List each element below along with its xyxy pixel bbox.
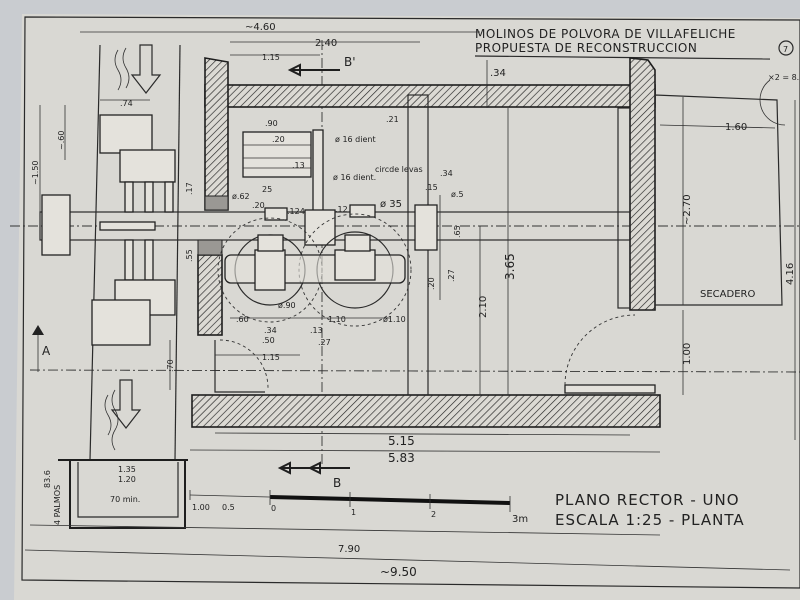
dim-label: ~9.50 — [380, 565, 417, 579]
dimension-labels: ~4.60 2.40 1.15 .34 ×2 = 8.3 1.60 ~2.70 … — [31, 22, 800, 579]
dim-label: ~4.60 — [245, 22, 276, 33]
dim-label: circde levas — [375, 165, 423, 174]
dim-label: .27 — [318, 338, 331, 347]
dim-label: 3.65 — [503, 253, 517, 280]
wall-bottom — [191, 394, 661, 428]
scale-tick: 2 — [431, 510, 436, 519]
dim-label: .17 — [185, 182, 194, 195]
scale-bar: 1.00 0.5 0 1 2 3m — [189, 490, 528, 525]
sheet-number-badge — [778, 40, 794, 56]
plan-name: PLANO RECTOR - UNO — [555, 491, 740, 509]
wall-right — [629, 57, 656, 311]
dim-label: .70 — [166, 359, 175, 372]
dim-label: 25 — [262, 185, 272, 194]
scale-tick: 0 — [271, 504, 276, 513]
dim-label: 1.35 — [118, 465, 136, 474]
dim-label: 70 min. — [110, 495, 140, 504]
building-walls — [191, 57, 661, 428]
door — [564, 384, 656, 394]
dim-label: 1.10 — [328, 315, 346, 324]
title-line-2: PROPUESTA DE RECONSTRUCCION — [475, 41, 697, 55]
dim-label: 7.90 — [338, 544, 360, 555]
mill-machinery — [217, 129, 438, 327]
section-label-a: A — [42, 344, 51, 358]
dim-label: .21 — [386, 115, 399, 124]
dim-label: .20 — [272, 135, 285, 144]
dim-label: ø 16 dient. — [333, 173, 376, 182]
plan-scale: ESCALA 1:25 - PLANTA — [555, 511, 745, 529]
dim-label: .65 — [453, 225, 462, 238]
section-arrow-icon — [277, 461, 350, 475]
dim-label: ø.5 — [451, 190, 464, 199]
dim-label: .34 — [440, 169, 453, 178]
dim-label: .34 — [490, 68, 506, 79]
secadero-room: SECADERO — [654, 79, 786, 306]
sheet-number: 7 — [783, 45, 788, 54]
dim-label: .50 — [262, 336, 275, 345]
dim-label: 1.20 — [118, 475, 136, 484]
dim-label: ø 35 — [380, 199, 402, 210]
dim-label: .34 — [264, 326, 277, 335]
scale-tick: 1.00 — [192, 503, 210, 512]
dim-label: 2.40 — [315, 38, 337, 49]
flow-arrow-icon — [110, 379, 142, 429]
dim-label: 4.16 — [785, 263, 796, 285]
water-channel — [41, 44, 188, 529]
drum — [242, 131, 312, 178]
drawing-frame — [21, 16, 800, 589]
dim-label: 4 PALMOS — [53, 485, 62, 525]
dim-label: 5.83 — [388, 451, 415, 465]
dim-label: 1.60 — [725, 122, 747, 133]
shaft-bearing-left — [41, 194, 71, 256]
dim-label: ø1.10 — [383, 315, 406, 324]
section-label-b-top: B' — [344, 55, 356, 69]
wall-top — [204, 84, 656, 108]
title-block: MOLINOS DE POLVORA DE VILLAFELICHE PROPU… — [474, 27, 794, 60]
dim-label: .15 — [425, 183, 438, 192]
dim-label: 1.15 — [262, 53, 280, 62]
dim-label: 1.15 — [262, 353, 280, 362]
dim-label: 1.00 — [682, 343, 693, 365]
dim-label: 83.6 — [43, 470, 52, 488]
section-label-b-bottom: B — [333, 476, 341, 490]
dim-label: .55 — [185, 249, 194, 262]
room-label-secadero: SECADERO — [700, 289, 755, 300]
dim-label: .90 — [265, 119, 278, 128]
dim-label: .12 — [335, 205, 348, 214]
title-line-1: MOLINOS DE POLVORA DE VILLAFELICHE — [475, 27, 736, 41]
dim-label: 5.15 — [388, 434, 415, 448]
cam-bearing — [414, 204, 438, 251]
scale-tick: 3m — [512, 514, 528, 525]
section-arrow-icon — [287, 63, 340, 77]
dim-label: .124 — [287, 207, 305, 216]
dimension-lines — [24, 31, 796, 571]
dim-label: ~.60 — [57, 131, 66, 150]
wall-left-lower — [197, 254, 223, 336]
scale-tick: 1 — [351, 508, 356, 517]
dim-label: ×2 = 8.3 — [768, 73, 800, 82]
dim-label: 2.10 — [478, 296, 489, 318]
dim-label: .20 — [252, 201, 265, 210]
dim-label: .60 — [236, 315, 249, 324]
section-arrow-icon — [32, 325, 44, 335]
wall-left-upper — [204, 57, 229, 211]
dim-label: ~1.50 — [31, 160, 40, 185]
dim-label: .20 — [427, 277, 436, 290]
scale-tick: 0.5 — [222, 503, 235, 512]
dim-label: ø 16 dient — [335, 135, 376, 144]
dim-label: .13 — [310, 326, 323, 335]
flow-arrow-icon — [130, 44, 162, 94]
dim-label: .27 — [447, 269, 456, 282]
dim-label: ø.90 — [278, 301, 296, 310]
dim-label: ~2.70 — [682, 194, 693, 225]
dim-label: ø.62 — [232, 192, 250, 201]
dim-label: .74 — [120, 99, 133, 108]
dim-label: .13 — [292, 161, 305, 170]
